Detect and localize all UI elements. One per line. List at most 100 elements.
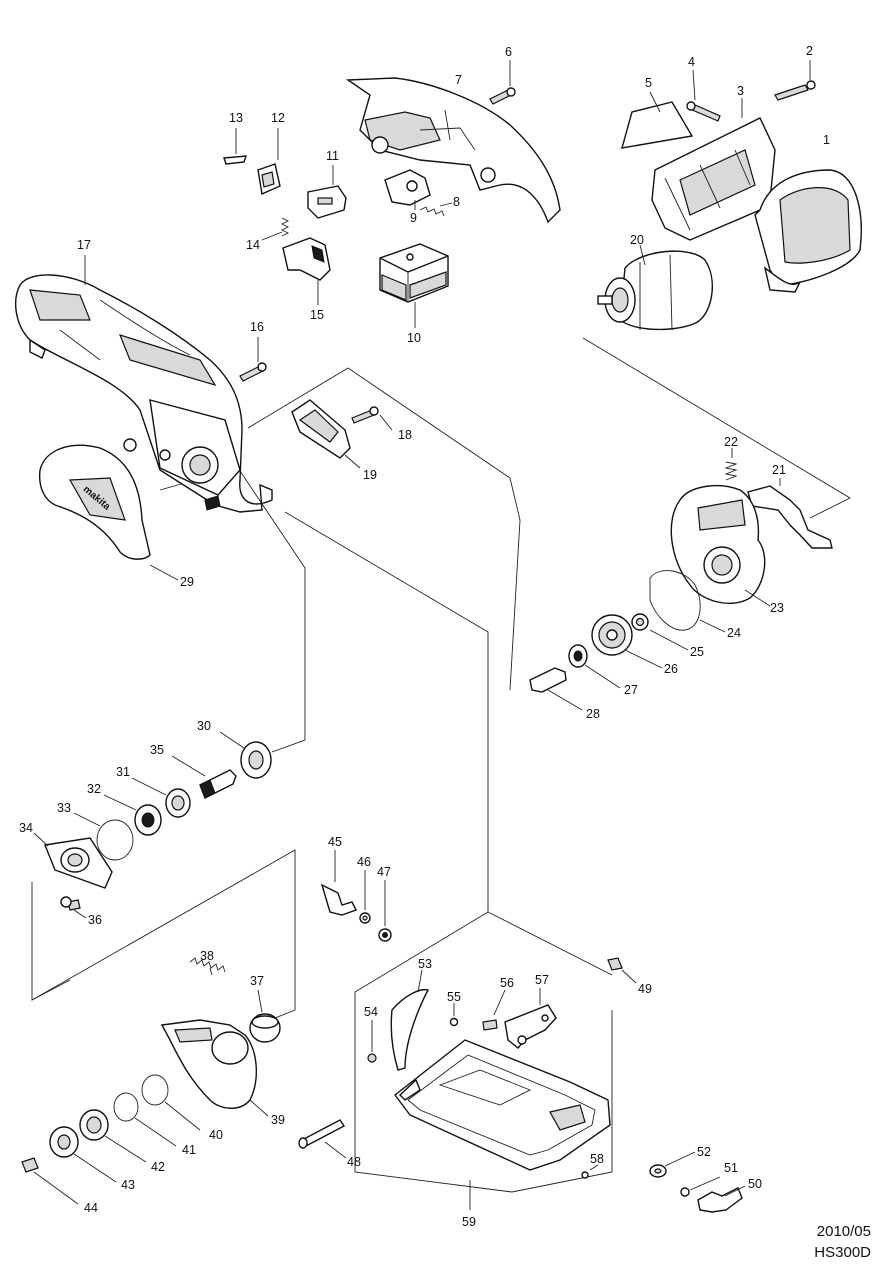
callout-47: 47 — [377, 865, 391, 879]
callout-57: 57 — [535, 973, 549, 987]
bracket-57 — [504, 1004, 557, 1049]
nut-55 — [449, 1017, 459, 1027]
callout-59: 59 — [462, 1215, 476, 1229]
washer-58 — [581, 1171, 589, 1179]
callout-28: 28 — [586, 707, 600, 721]
callout-1: 1 — [823, 133, 830, 147]
callout-50: 50 — [748, 1177, 762, 1191]
callout-54: 54 — [364, 1005, 378, 1019]
bolt-44 — [21, 1157, 39, 1173]
o-ring-33 — [96, 819, 134, 861]
callout-4: 4 — [688, 55, 695, 69]
callout-32: 32 — [87, 782, 101, 796]
screw-16 — [239, 337, 267, 382]
callout-10: 10 — [407, 331, 421, 345]
main-housing — [14, 255, 273, 513]
controller — [379, 243, 449, 328]
callout-29: 29 — [180, 575, 194, 589]
spindle-parts — [33, 731, 272, 919]
gear-housing-group — [529, 448, 833, 711]
callout-22: 22 — [724, 435, 738, 449]
bevel-plate-53 — [390, 988, 430, 1071]
callout-20: 20 — [630, 233, 644, 247]
callout-58: 58 — [590, 1152, 604, 1166]
callout-35: 35 — [150, 743, 164, 757]
callout-25: 25 — [690, 645, 704, 659]
nut-49 — [607, 957, 623, 971]
callout-48: 48 — [347, 1155, 361, 1169]
lever-21 — [747, 485, 833, 549]
callout-53: 53 — [418, 957, 432, 971]
o-ring-24 — [649, 570, 701, 631]
callout-27: 27 — [624, 683, 638, 697]
motor-housing-group — [621, 60, 862, 293]
spring-38 — [189, 957, 226, 973]
model-number: HS300D — [814, 1244, 871, 1261]
callout-12: 12 — [271, 111, 285, 125]
callout-17: 17 — [77, 238, 91, 252]
callout-41: 41 — [182, 1143, 196, 1157]
callout-14: 14 — [246, 238, 260, 252]
callout-7: 7 — [455, 73, 462, 87]
blade-guard-29: makita — [38, 444, 179, 581]
callout-2: 2 — [806, 44, 813, 58]
revision-date: 2010/05 — [816, 1223, 871, 1240]
ring-40 — [141, 1074, 169, 1106]
handle-half — [345, 60, 561, 224]
callout-39: 39 — [271, 1113, 285, 1127]
wing-bolt-45 — [320, 883, 357, 916]
callout-23: 23 — [770, 601, 784, 615]
callout-19: 19 — [363, 468, 377, 482]
callout-33: 33 — [57, 801, 71, 815]
callout-51: 51 — [724, 1161, 738, 1175]
screw-54 — [367, 1053, 377, 1063]
callout-38: 38 — [200, 949, 214, 963]
motor — [597, 244, 713, 331]
callout-26: 26 — [664, 662, 678, 676]
callout-labels: 1 2 3 4 5 6 7 8 9 10 11 12 13 14 15 16 1… — [19, 44, 830, 1229]
callout-21: 21 — [772, 463, 786, 477]
base-plate-59 — [394, 1039, 611, 1171]
callout-8: 8 — [453, 195, 460, 209]
spring-14 — [280, 217, 290, 237]
callout-34: 34 — [19, 821, 33, 835]
callout-9: 9 — [410, 211, 417, 225]
callout-45: 45 — [328, 835, 342, 849]
callout-37: 37 — [250, 974, 264, 988]
screw-2 — [774, 84, 809, 101]
callout-13: 13 — [229, 111, 243, 125]
callout-18: 18 — [398, 428, 412, 442]
callout-30: 30 — [197, 719, 211, 733]
callout-24: 24 — [727, 626, 741, 640]
callout-46: 46 — [357, 855, 371, 869]
callout-56: 56 — [500, 976, 514, 990]
callout-42: 42 — [151, 1160, 165, 1174]
callout-31: 31 — [116, 765, 130, 779]
spring-8 — [419, 206, 445, 217]
label-plate — [621, 101, 694, 149]
lock-lever-19 — [291, 399, 393, 469]
lower-guard-group — [21, 957, 281, 1205]
callout-49: 49 — [638, 982, 652, 996]
plate-13 — [223, 155, 248, 165]
pin-48 — [300, 1119, 346, 1147]
callout-55: 55 — [447, 990, 461, 1004]
callout-36: 36 — [88, 913, 102, 927]
callout-43: 43 — [121, 1178, 135, 1192]
callout-15: 15 — [310, 308, 324, 322]
spring-22 — [724, 461, 738, 481]
callout-6: 6 — [505, 45, 512, 59]
ring-41 — [113, 1092, 139, 1122]
callout-52: 52 — [697, 1145, 711, 1159]
spindle-28 — [529, 667, 567, 693]
callout-16: 16 — [250, 320, 264, 334]
wing-nut-50 — [697, 1187, 743, 1213]
base-group — [298, 850, 746, 1213]
screw-56 — [482, 1019, 498, 1031]
callout-11: 11 — [326, 149, 339, 163]
callout-44: 44 — [84, 1201, 98, 1215]
washer-51 — [680, 1187, 690, 1197]
callout-5: 5 — [645, 76, 652, 90]
callout-3: 3 — [737, 84, 744, 98]
